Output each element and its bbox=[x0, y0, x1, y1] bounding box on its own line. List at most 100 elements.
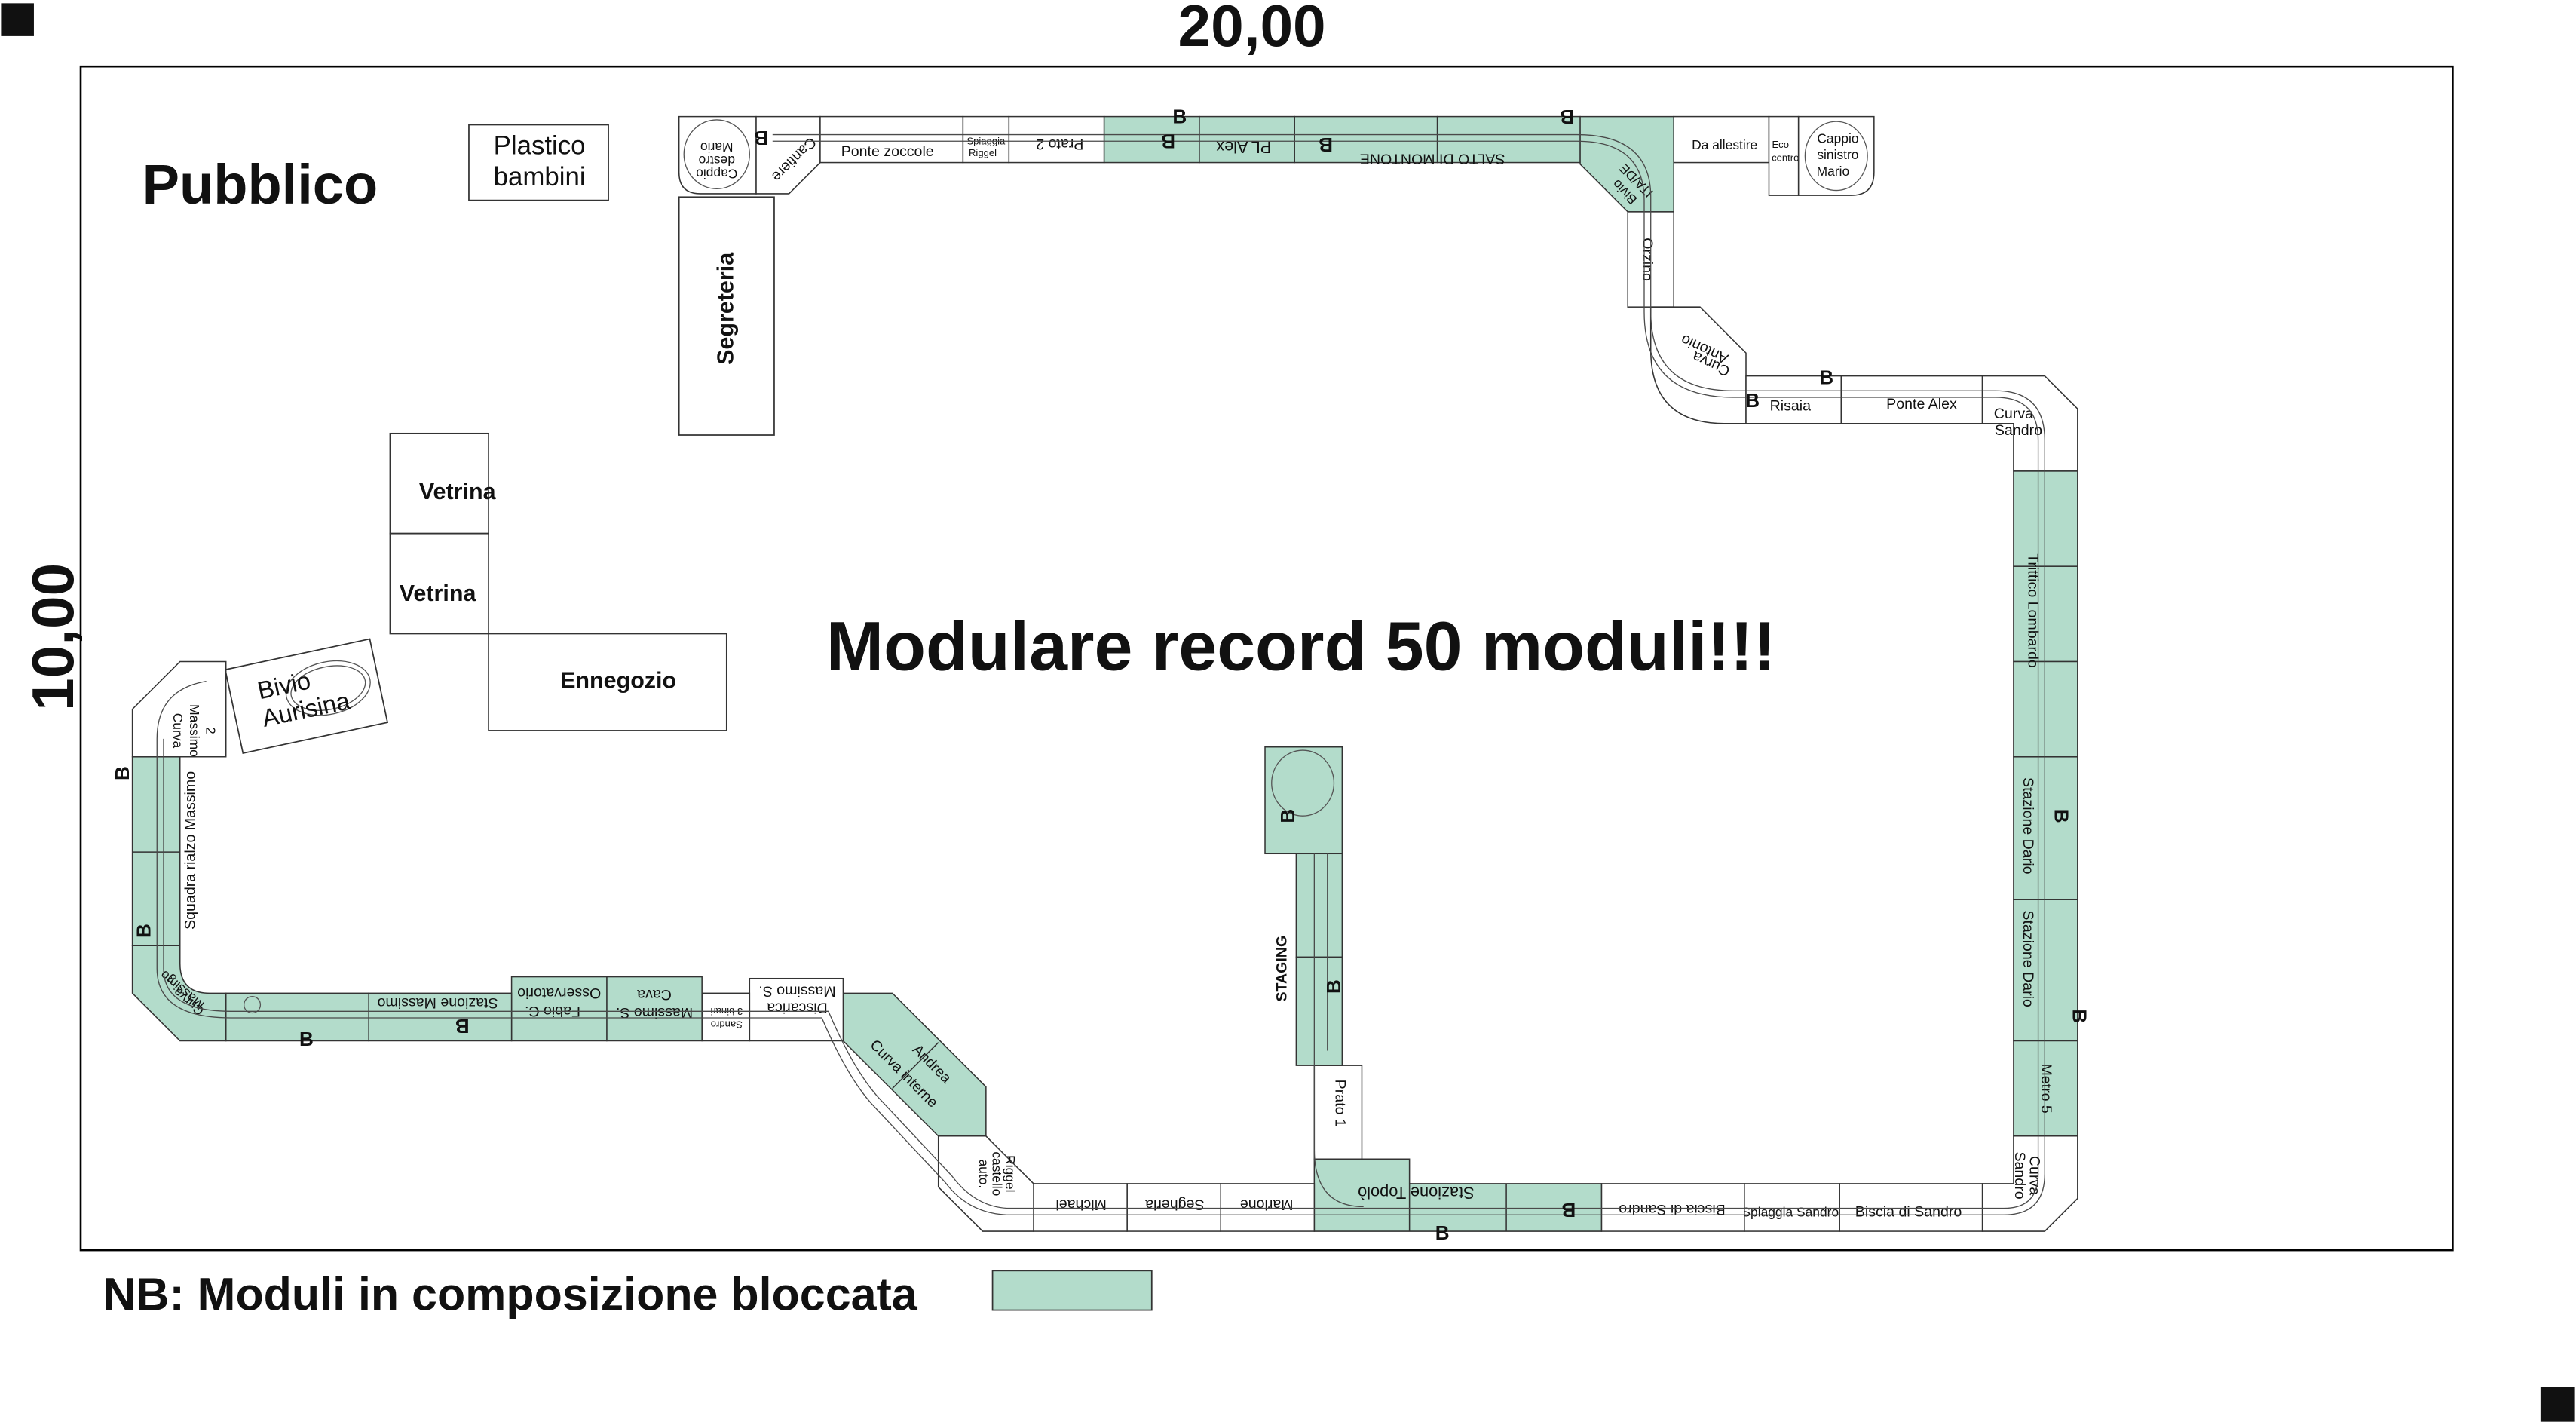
module-staging: STAGING bbox=[1264, 746, 1343, 1066]
module-stazione-dario-1: Stazione Dario bbox=[2013, 756, 2078, 900]
booth-label: Segreteria bbox=[713, 252, 739, 365]
module-label-line: Discarica bbox=[767, 999, 828, 1016]
module-label: Stazione Topolò bbox=[1358, 1183, 1475, 1202]
module-curva-antonio: Curva Antonio bbox=[1649, 306, 1747, 424]
booth-vetrina-2: Vetrina bbox=[389, 532, 489, 635]
module-label-line: Mario bbox=[700, 139, 734, 155]
module-label-line: Sandro bbox=[711, 1019, 743, 1030]
block-marker: B bbox=[1435, 1221, 1450, 1244]
module-label: Squadra rialzo Massimo bbox=[182, 771, 198, 930]
block-markers: B B B B B B B B B B B B B B B B B bbox=[111, 105, 2091, 1244]
booth-segreteria: Segreteria bbox=[678, 196, 775, 436]
hall-frame bbox=[79, 65, 2454, 1252]
module-riggel-castello: Riggel castello auto. bbox=[937, 1135, 1034, 1232]
module-label-line: sinistro bbox=[1817, 147, 1858, 162]
module-label: Ponte zoccole bbox=[841, 143, 934, 160]
module-label: STAGING bbox=[1273, 936, 1290, 1002]
module-label: Prato 2 bbox=[1036, 136, 1083, 152]
module-cappio-destro: Cappio destro Mario bbox=[678, 115, 757, 195]
booth-bivio-aurisina: Bivio Aurisina bbox=[224, 638, 389, 755]
module-trittico-lombardo: Trittico Lombardo bbox=[2013, 470, 2078, 758]
block-marker: B bbox=[1745, 389, 1760, 412]
module-label-line: Riggel bbox=[969, 147, 997, 158]
module-curva-massimo-3: Curva Massimo 3 bbox=[131, 945, 227, 1042]
module-label: Stazione Massimo bbox=[378, 994, 498, 1011]
module-curva-sandro-top: Curva Sandro bbox=[1981, 375, 2078, 472]
corner-mark-bottom-right bbox=[2540, 1387, 2575, 1422]
booth-ennegozio: Ennegozio bbox=[488, 633, 727, 731]
module-label: Ponte Alex bbox=[1886, 396, 1957, 412]
module-label: Da allestire bbox=[1692, 137, 1757, 152]
module-label: Biscia di Sandro bbox=[1855, 1203, 1962, 1220]
module-label-line: Riggel bbox=[1003, 1155, 1018, 1192]
module-label-line: Sandro bbox=[2011, 1151, 2028, 1199]
module-label-line: Massimo bbox=[187, 704, 202, 757]
module-label: Risaia bbox=[1770, 397, 1812, 414]
module-label-line: destro bbox=[699, 153, 735, 168]
block-marker: B bbox=[1819, 366, 1833, 389]
module-label-line: Osservatorio bbox=[517, 985, 601, 1001]
module-cava: Cava Massimo S. bbox=[606, 976, 703, 1042]
block-marker: B bbox=[133, 924, 155, 938]
track-lines bbox=[156, 133, 2045, 1215]
module-curva-sandro-bottom: Curva Sandro bbox=[1981, 1135, 2078, 1232]
width-dimension: 20,00 bbox=[1178, 0, 1326, 59]
public-area-label: Pubblico bbox=[142, 153, 378, 216]
booth-label-line: Plastico bbox=[494, 131, 586, 161]
block-marker: B bbox=[1161, 130, 1175, 153]
module-label-line: Curva bbox=[170, 713, 185, 749]
module-da-allestire: Da allestire bbox=[1673, 115, 1770, 164]
module-prato-1: Prato 1 bbox=[1313, 1065, 1363, 1160]
module-segheria: Segheria bbox=[1126, 1183, 1221, 1232]
module-label: PL Alex bbox=[1216, 137, 1271, 156]
module-spiaggia-riggel: Spiaggia Riggel bbox=[962, 115, 1010, 164]
module-label-line: Cappio bbox=[1817, 130, 1858, 146]
module-label-line: Massimo S. bbox=[758, 983, 835, 1000]
block-marker: B bbox=[299, 1028, 314, 1050]
module-cappio-sinistro: Cappio sinistro Mario bbox=[1797, 115, 1875, 196]
block-marker: B bbox=[2068, 1009, 2091, 1023]
booth-label: Vetrina bbox=[419, 479, 497, 504]
booth-label: Vetrina bbox=[400, 581, 477, 606]
corner-mark-top-left bbox=[1, 3, 34, 36]
block-marker: B bbox=[754, 127, 768, 149]
module-label-line: Curva bbox=[2026, 1156, 2043, 1195]
module-cantiere: Cantiere bbox=[755, 115, 821, 195]
module-label-line: auto. bbox=[976, 1159, 991, 1188]
module-curva-massimo-2: Curva Massimo 2 bbox=[131, 660, 227, 758]
height-dimension: 10,00 bbox=[20, 563, 86, 711]
block-marker: B bbox=[2050, 809, 2072, 823]
block-marker: B bbox=[1561, 1199, 1576, 1221]
module-stazione-dario-2: Stazione Dario bbox=[2013, 899, 2078, 1042]
module-label-line: Cava bbox=[637, 986, 672, 1003]
module-label-line: Sandro bbox=[1995, 422, 2042, 439]
module-label: Prato 1 bbox=[1332, 1080, 1349, 1127]
module-label: Orzino bbox=[1639, 238, 1656, 281]
block-marker: B bbox=[1319, 133, 1333, 156]
module-risaia: Risaia bbox=[1745, 375, 1842, 424]
module-label: Segheria bbox=[1145, 1197, 1204, 1213]
module-stazione-massimo: Stazione Massimo bbox=[225, 992, 513, 1042]
legend-swatch bbox=[991, 1270, 1153, 1311]
booth-plastico-bambini: Plastico bambini bbox=[468, 124, 609, 201]
block-marker: B bbox=[1560, 106, 1574, 128]
module-label: Marione bbox=[1240, 1197, 1294, 1213]
booth-label: Ennegozio bbox=[560, 667, 676, 693]
module-eco-centro: Eco centro bbox=[1768, 115, 1800, 196]
diagram-title: Modulare record 50 moduli!!! bbox=[826, 608, 1776, 685]
block-marker: B bbox=[1172, 105, 1187, 127]
module-marione: Marione bbox=[1220, 1183, 1316, 1232]
module-pl-alex: PL Alex bbox=[1103, 115, 1295, 164]
module-salto-montone: SALTO DI MONTONE bbox=[1294, 115, 1581, 167]
block-marker: B bbox=[455, 1015, 470, 1037]
module-label: Stazione Dario bbox=[2020, 910, 2036, 1007]
module-label-line: centro bbox=[1772, 152, 1799, 163]
module-metro-5: Metro 5 bbox=[2013, 1040, 2078, 1137]
module-biscia-sandro-1: Biscia di Sandro bbox=[1600, 1183, 1745, 1232]
block-marker: B bbox=[111, 766, 133, 780]
module-sandro-3binari: Sandro 3 binari bbox=[701, 992, 751, 1042]
module-label-line: Massimo S. bbox=[616, 1004, 693, 1021]
module-squadra-rialzo: Squadra rialzo Massimo bbox=[131, 756, 198, 946]
module-discarica: Discarica Massimo S. bbox=[749, 977, 844, 1042]
